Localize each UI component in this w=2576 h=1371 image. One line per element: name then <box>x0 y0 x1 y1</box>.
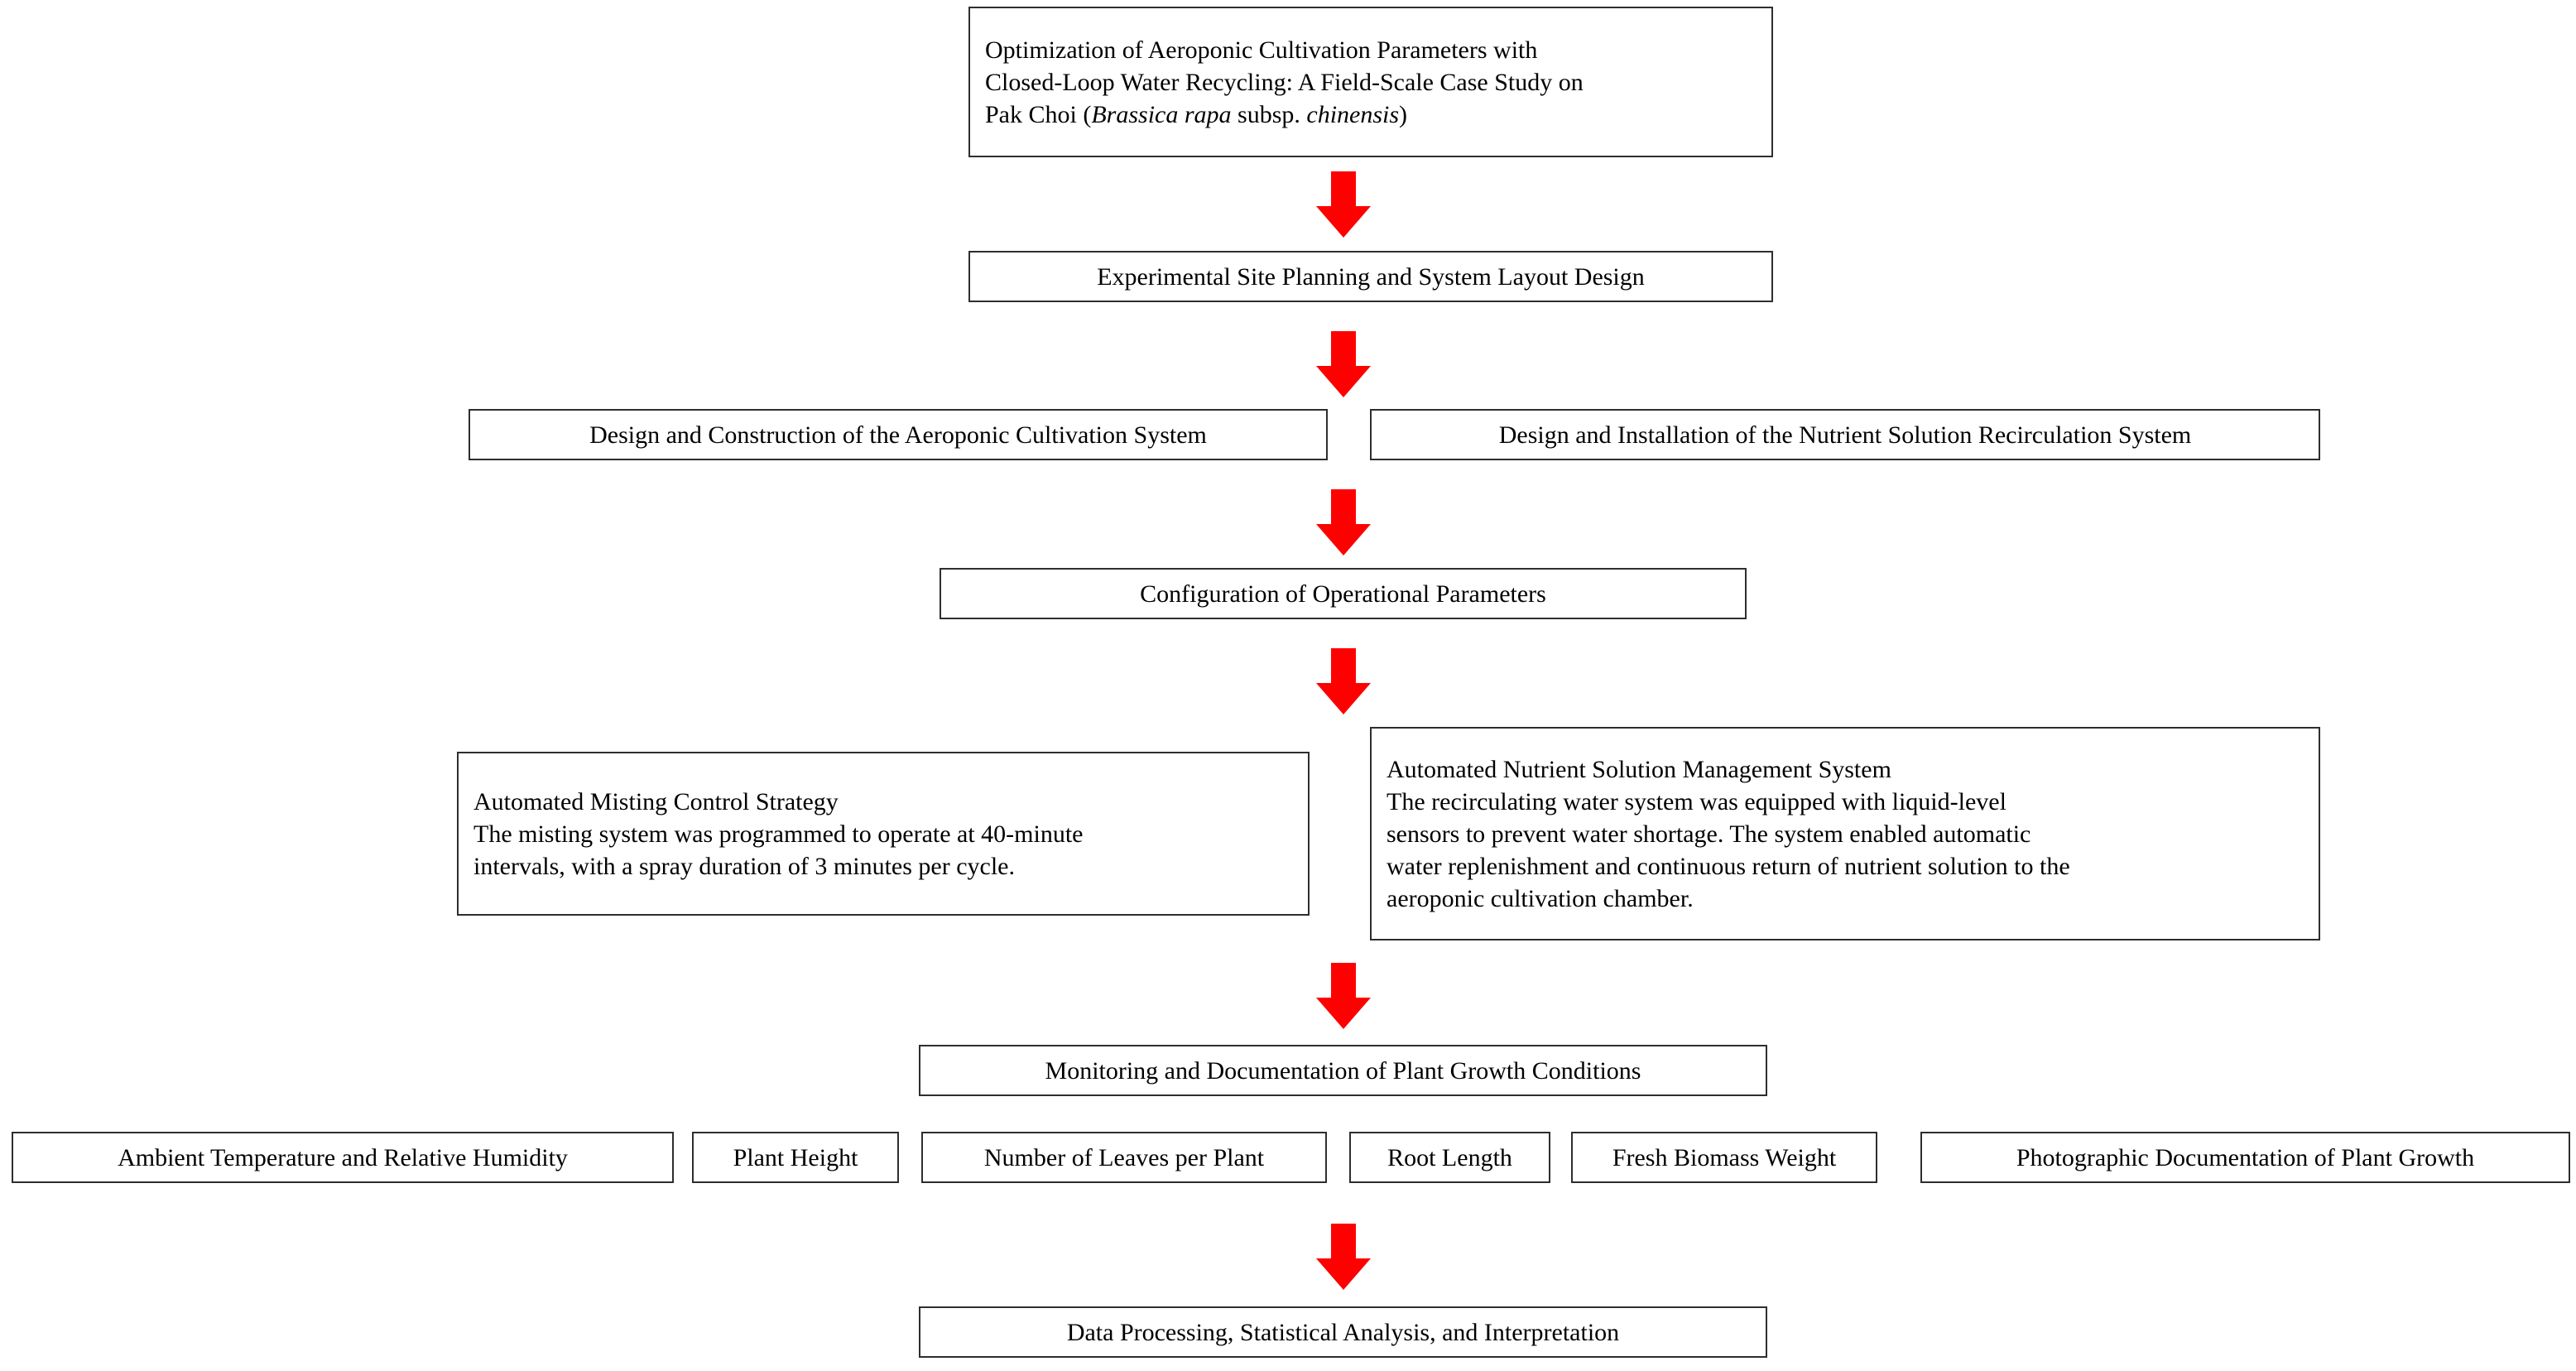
misting-line-2: intervals, with a spray duration of 3 mi… <box>473 852 1015 880</box>
node-measure-fresh-biomass-label: Fresh Biomass Weight <box>1612 1143 1837 1171</box>
node-title: Optimization of Aeroponic Cultivation Pa… <box>968 7 1773 157</box>
nutrient-line-2: sensors to prevent water shortage. The s… <box>1387 820 2031 848</box>
node-measure-photographic: Photographic Documentation of Plant Grow… <box>1920 1132 2570 1183</box>
node-design-installation-label: Design and Installation of the Nutrient … <box>1498 421 2192 449</box>
title-subspecies-italic: chinensis <box>1306 100 1400 128</box>
misting-line-1: The misting system was programmed to ope… <box>473 820 1084 848</box>
node-nutrient-management-text: Automated Nutrient Solution Management S… <box>1372 748 2319 920</box>
title-line-3: Pak Choi (Brassica rapa subsp. chinensis… <box>985 101 1407 128</box>
title-line-3-pre: Pak Choi ( <box>985 100 1092 128</box>
node-design-construction: Design and Construction of the Aeroponic… <box>469 409 1328 460</box>
node-measure-ambient-label: Ambient Temperature and Relative Humidit… <box>118 1143 568 1171</box>
node-nutrient-management: Automated Nutrient Solution Management S… <box>1370 727 2320 940</box>
title-line-1: Optimization of Aeroponic Cultivation Pa… <box>985 36 1538 64</box>
node-measure-plant-height: Plant Height <box>692 1132 899 1183</box>
node-measure-ambient: Ambient Temperature and Relative Humidit… <box>12 1132 674 1183</box>
node-measure-leaf-count-label: Number of Leaves per Plant <box>983 1143 1265 1171</box>
node-data-processing: Data Processing, Statistical Analysis, a… <box>919 1306 1767 1358</box>
node-measure-photographic-label: Photographic Documentation of Plant Grow… <box>2016 1143 2475 1171</box>
node-site-planning-label: Experimental Site Planning and System La… <box>1097 262 1645 291</box>
title-species-italic: Brassica rapa <box>1091 100 1232 128</box>
nutrient-line-1: The recirculating water system was equip… <box>1387 787 2006 815</box>
node-measure-fresh-biomass: Fresh Biomass Weight <box>1571 1132 1877 1183</box>
node-monitoring-label: Monitoring and Documentation of Plant Gr… <box>1045 1056 1641 1085</box>
node-configuration-label: Configuration of Operational Parameters <box>1140 580 1546 608</box>
arrow-down-6 <box>1316 1224 1371 1290</box>
nutrient-heading: Automated Nutrient Solution Management S… <box>1387 755 1891 783</box>
arrow-down-4 <box>1316 648 1371 714</box>
arrow-down-5 <box>1316 963 1371 1029</box>
node-title-text: Optimization of Aeroponic Cultivation Pa… <box>970 29 1771 136</box>
node-monitoring: Monitoring and Documentation of Plant Gr… <box>919 1045 1767 1096</box>
arrow-down-3 <box>1316 489 1371 556</box>
node-measure-plant-height-label: Plant Height <box>733 1143 858 1171</box>
arrow-down-1 <box>1316 171 1371 238</box>
node-data-processing-label: Data Processing, Statistical Analysis, a… <box>1066 1318 1620 1346</box>
node-site-planning: Experimental Site Planning and System La… <box>968 251 1773 302</box>
node-misting-strategy: Automated Misting Control Strategy The m… <box>457 752 1310 916</box>
node-measure-leaf-count: Number of Leaves per Plant <box>921 1132 1327 1183</box>
node-measure-root-length: Root Length <box>1349 1132 1550 1183</box>
title-line-2: Closed-Loop Water Recycling: A Field-Sca… <box>985 68 1584 96</box>
node-design-construction-label: Design and Construction of the Aeroponic… <box>589 421 1207 449</box>
title-line-3-mid: subsp. <box>1231 100 1307 128</box>
node-design-installation: Design and Installation of the Nutrient … <box>1370 409 2320 460</box>
node-misting-strategy-text: Automated Misting Control Strategy The m… <box>459 781 1308 888</box>
arrow-down-2 <box>1316 331 1371 397</box>
title-line-3-post: ) <box>1399 100 1408 128</box>
node-configuration: Configuration of Operational Parameters <box>940 568 1747 619</box>
misting-heading: Automated Misting Control Strategy <box>473 787 839 815</box>
nutrient-line-3: water replenishment and continuous retur… <box>1387 852 2070 880</box>
node-measure-root-length-label: Root Length <box>1387 1143 1512 1171</box>
nutrient-line-4: aeroponic cultivation chamber. <box>1387 884 1694 912</box>
